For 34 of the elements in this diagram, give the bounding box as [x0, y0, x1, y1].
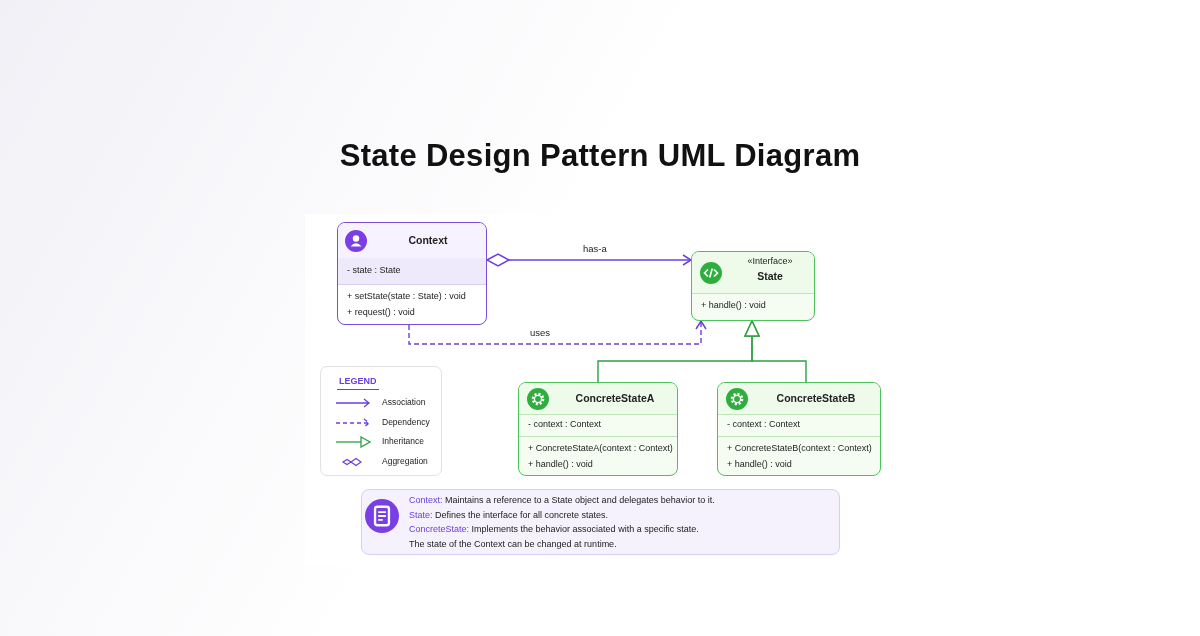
- note-text: Context: Maintains a reference to a State object and delegates behavior to it.: [409, 495, 715, 505]
- note-box: [361, 489, 840, 555]
- dependency-arrow: [408, 320, 707, 345]
- class-box: [337, 222, 487, 325]
- method-text: + ConcreteStateA(context : Context): [528, 443, 673, 453]
- class-box: [717, 382, 881, 476]
- stereotype-label: «Interface»: [746, 256, 794, 266]
- method-text: + handle() : void: [701, 300, 766, 310]
- method-text: + ConcreteStateB(context : Context): [727, 443, 872, 453]
- class-name: State: [756, 270, 784, 282]
- legend-text: Aggregation: [382, 455, 428, 466]
- legend-text: Inheritance: [382, 436, 425, 446]
- note-text: The state of the Context can be changed at runtime.: [409, 538, 617, 549]
- aggregation-arrow: [486, 253, 692, 267]
- method-text: + request() : void: [347, 306, 415, 317]
- diagram-title: State Design Pattern UML Diagram: [338, 138, 862, 174]
- class-name: ConcreteStateB: [775, 391, 857, 404]
- class-name: ConcreteStateA: [574, 391, 656, 404]
- method-text: + handle() : void: [528, 458, 593, 469]
- attribute-text: - context : Context: [727, 419, 801, 429]
- note-text: State: Defines the interface for all concrete states.: [409, 509, 609, 520]
- inheritance-arrow: [744, 320, 807, 383]
- legend-text: Dependency: [382, 416, 430, 427]
- attribute-text: - state : State: [347, 265, 401, 275]
- attribute-text: - context : Context: [528, 419, 602, 429]
- legend-text: Association: [382, 397, 426, 407]
- class-box: [691, 251, 815, 321]
- class-box: [518, 382, 678, 476]
- edge-label: has-a: [581, 243, 609, 254]
- method-text: + setState(state : State) : void: [347, 291, 466, 301]
- class-name: Context: [407, 233, 449, 246]
- method-text: + handle() : void: [727, 458, 792, 469]
- legend-title: LEGEND: [337, 376, 379, 390]
- note-text: ConcreteState: Implements the behavior associated with a specific state.: [409, 524, 699, 534]
